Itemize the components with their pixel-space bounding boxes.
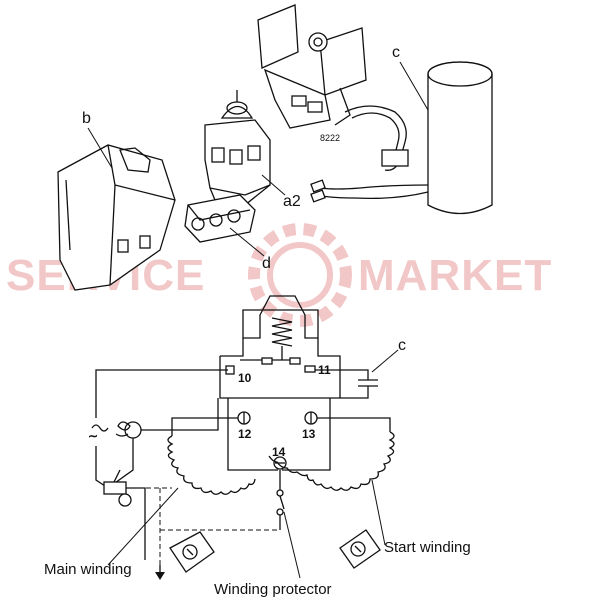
label-main-winding: Main winding (44, 561, 132, 578)
terminal-block (184, 194, 256, 243)
mounting-bracket (257, 4, 409, 171)
circuit-schematic: ∼ (88, 295, 399, 580)
ground-icon (155, 565, 165, 580)
terminal-12: 12 (238, 427, 252, 441)
capacitor-cylinder (427, 61, 493, 215)
fan-motor-icon (115, 421, 142, 439)
thermostat-switch-icon (103, 469, 146, 560)
starting-relay (204, 90, 271, 206)
terminal-14: 14 (272, 445, 286, 459)
label-b: b (82, 110, 91, 127)
label-d: d (262, 255, 271, 272)
terminal-10: 10 (238, 371, 252, 385)
part-number: 8222 (320, 133, 340, 143)
label-a2: a2 (283, 193, 301, 210)
label-start-winding: Start winding (384, 539, 471, 556)
capacitor-leads (310, 179, 429, 203)
terminal-11: 11 (318, 363, 331, 377)
terminal-13: 13 (302, 427, 316, 441)
label-winding-protector: Winding protector (214, 581, 332, 598)
start-winding-plug-icon (339, 529, 381, 569)
ac-source-icon: ∼ (88, 429, 98, 443)
watermark-right: MARKET (358, 251, 552, 300)
watermark-gear-icon (248, 223, 352, 327)
label-c-top: c (392, 44, 400, 61)
label-capacitor: c (398, 337, 406, 354)
main-winding-plug-icon (169, 531, 215, 573)
relay-cover (57, 144, 176, 291)
